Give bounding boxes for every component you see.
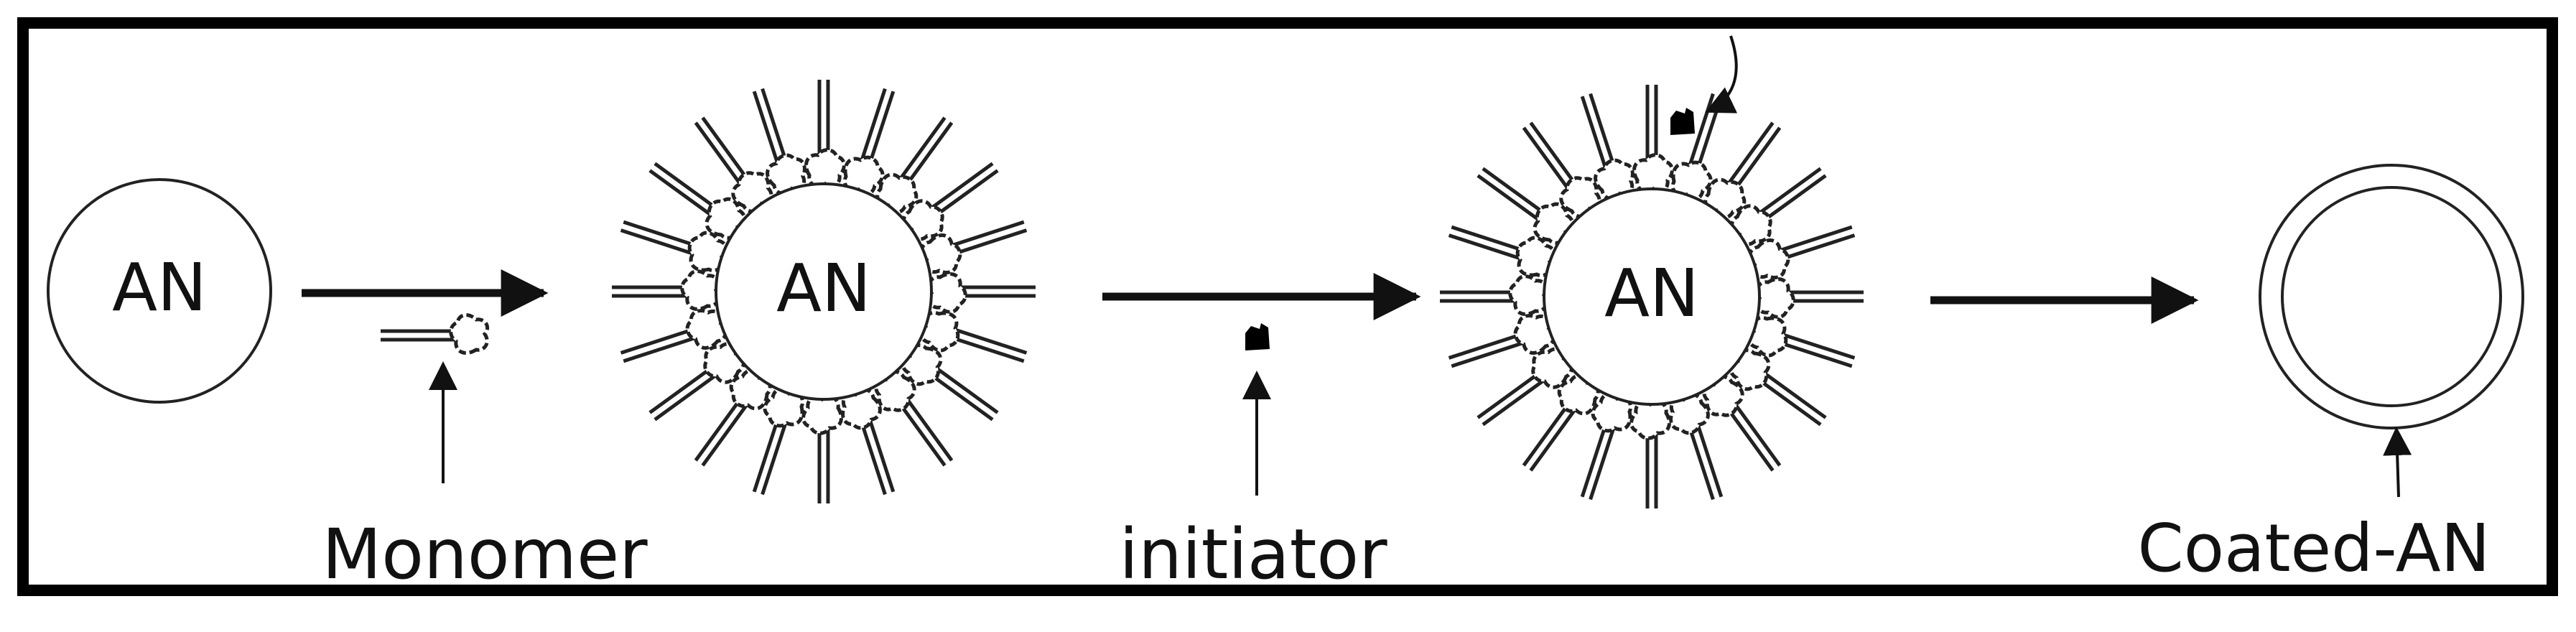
particle-2-label: AN bbox=[776, 250, 871, 327]
initiator-label: initiator bbox=[1119, 514, 1387, 595]
particle-1-label: AN bbox=[112, 249, 207, 326]
coated-pointer-arrow bbox=[2383, 427, 2412, 498]
outer-frame bbox=[17, 17, 2558, 596]
monomer-label: Monomer bbox=[322, 514, 648, 595]
monomer-shell-group: AN bbox=[612, 80, 1036, 503]
coated-particle bbox=[2259, 164, 2524, 429]
initiator-attach-arrow bbox=[1705, 35, 1738, 113]
particle-2-core bbox=[715, 182, 933, 401]
initiated-shell-group: AN bbox=[1440, 35, 1864, 508]
particle-3-core bbox=[1543, 187, 1761, 406]
coated-label: Coated-AN bbox=[2138, 510, 2491, 587]
particle-3-label: AN bbox=[1604, 255, 1699, 332]
bare-particle: AN bbox=[47, 178, 272, 404]
coated-core bbox=[2281, 186, 2502, 407]
